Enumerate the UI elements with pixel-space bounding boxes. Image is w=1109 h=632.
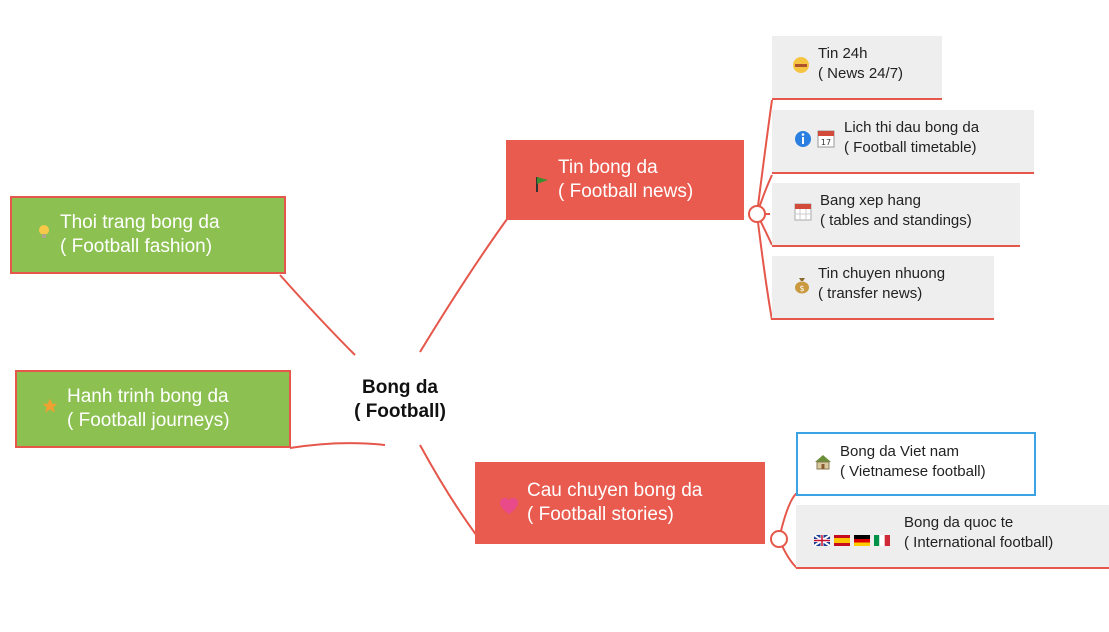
germany-flag-icon bbox=[854, 532, 870, 546]
subtopic-title: Bang xep hang bbox=[820, 192, 921, 209]
connector-root-news bbox=[419, 214, 511, 353]
subtopic-vietnamese-football[interactable]: Bong da Viet nam ( Vietnamese football) bbox=[796, 432, 1036, 496]
subtopic-subtitle: ( tables and standings) bbox=[820, 212, 972, 229]
connector-root-fashion bbox=[279, 274, 356, 356]
flags-icon bbox=[813, 527, 894, 547]
svg-text:$: $ bbox=[799, 284, 804, 293]
subtopic-transfer-news[interactable]: $ Tin chuyen nhuong ( transfer news) bbox=[772, 256, 994, 320]
subtopic-subtitle: ( Football timetable) bbox=[844, 139, 977, 156]
connector-root-journeys bbox=[289, 442, 386, 449]
subtopic-title: Lich thi dau bong da bbox=[844, 119, 980, 136]
subtopic-title: Bong da quoc te bbox=[904, 514, 1014, 531]
subtopic-tables-standings[interactable]: Bang xep hang ( tables and standings) bbox=[772, 183, 1020, 247]
subtopic-title: Tin chuyen nhuong bbox=[818, 265, 946, 282]
uk-flag-icon bbox=[813, 532, 831, 547]
subtopic-subtitle: ( News 24/7) bbox=[818, 65, 904, 82]
root-subtitle: ( Football) bbox=[354, 401, 446, 422]
connector-root-stories bbox=[419, 444, 481, 541]
subtopic-football-timetable[interactable]: 17 Lich thi dau bong da ( Football timet… bbox=[772, 110, 1034, 174]
subtopic-subtitle: ( International football) bbox=[904, 534, 1054, 551]
topic-football-journeys[interactable]: Hanh trinh bong da ( Football journeys) bbox=[15, 370, 291, 448]
topic-subtitle: ( Football journeys) bbox=[67, 410, 230, 431]
face-icon bbox=[792, 56, 810, 80]
topic-subtitle: ( Football news) bbox=[558, 181, 694, 202]
topic-title: Cau chuyen bong da bbox=[527, 480, 703, 501]
topic-subtitle: ( Football stories) bbox=[527, 504, 674, 525]
star-icon bbox=[41, 397, 59, 422]
heart-icon bbox=[499, 497, 519, 522]
subtopic-title: Tin 24h bbox=[818, 45, 868, 62]
svg-text:17: 17 bbox=[821, 138, 831, 147]
subtopic-title: Bong da Viet nam bbox=[840, 443, 959, 460]
house-icon bbox=[814, 454, 832, 476]
topic-subtitle: ( Football fashion) bbox=[60, 236, 213, 257]
connector-news-tin24h bbox=[756, 99, 773, 215]
collapse-toggle-stories bbox=[770, 530, 788, 548]
topic-title: Hanh trinh bong da bbox=[67, 386, 229, 407]
topic-football-fashion[interactable]: Thoi trang bong da ( Football fashion) bbox=[10, 196, 286, 274]
green-flag-icon bbox=[534, 175, 550, 200]
subtopic-international-football[interactable]: Bong da quoc te ( International football… bbox=[796, 505, 1109, 569]
lightbulb-icon bbox=[38, 223, 50, 247]
subtopic-news-24h[interactable]: Tin 24h ( News 24/7) bbox=[772, 36, 942, 100]
italy-flag-icon bbox=[874, 532, 890, 546]
topic-title: Thoi trang bong da bbox=[60, 212, 220, 233]
connector-news-transfer bbox=[756, 213, 773, 321]
info-calendar-icon: 17 bbox=[794, 130, 836, 154]
spain-flag-icon bbox=[834, 532, 850, 546]
root-topic[interactable]: Bong da ( Football) bbox=[330, 370, 470, 430]
topic-football-news[interactable]: Tin bong da ( Football news) bbox=[506, 140, 744, 220]
collapse-toggle-news bbox=[748, 205, 766, 223]
subtopic-subtitle: ( Vietnamese football) bbox=[840, 463, 986, 480]
topic-title: Tin bong da bbox=[558, 157, 658, 178]
subtopic-subtitle: ( transfer news) bbox=[818, 285, 923, 302]
money-bag-icon: $ bbox=[794, 276, 810, 300]
table-icon bbox=[794, 203, 812, 227]
root-title: Bong da bbox=[362, 377, 438, 398]
topic-football-stories[interactable]: Cau chuyen bong da ( Football stories) bbox=[475, 462, 765, 544]
